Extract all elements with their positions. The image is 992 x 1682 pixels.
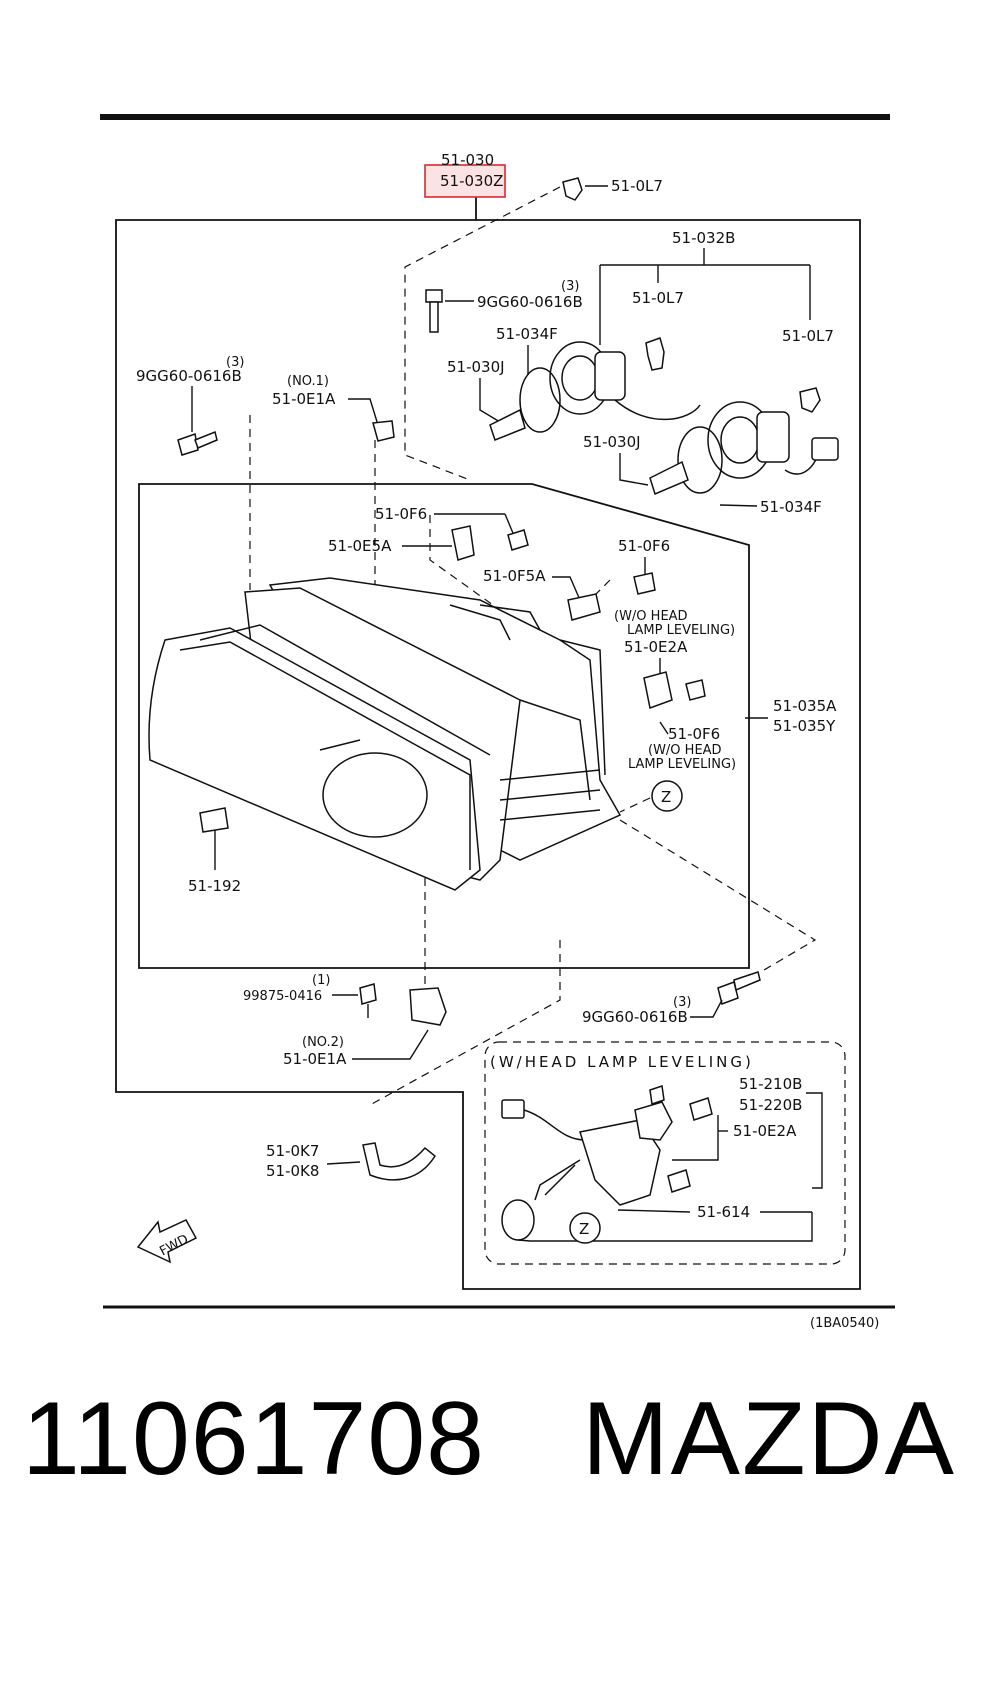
highlight-box	[424, 164, 506, 198]
label-51-0f5a: 51-0F5A	[483, 567, 546, 585]
label-51-035a: 51-035A	[773, 697, 837, 715]
screw-icon	[733, 971, 761, 992]
label-no2: (NO.2)	[302, 1035, 344, 1050]
label-51-0l7-right: 51-0L7	[782, 327, 834, 345]
clip-icon	[372, 420, 395, 442]
headlamp-parts-diagram: 51-030 51-030Z 51-0L7 51-032B (3) 9GG60-…	[100, 114, 895, 1331]
qty-label: (3)	[226, 355, 244, 370]
lens-subassembly-frame	[138, 483, 750, 969]
detail-marker-z-label: Z	[661, 788, 671, 806]
assembly-frame	[115, 219, 861, 1290]
bracket-icon	[409, 987, 447, 1026]
qty-label: (1)	[312, 973, 330, 988]
label-9gg60-0616b-left: 9GG60-0616B	[136, 367, 242, 385]
leveling-actuator	[501, 1085, 713, 1241]
label-51-034f-b: 51-034F	[760, 498, 822, 516]
label-51-0e2a-b: 51-0E2A	[733, 1122, 797, 1140]
label-51-192: 51-192	[188, 877, 241, 895]
header-code: 51-030	[441, 151, 494, 169]
qty-label: (3)	[673, 995, 691, 1010]
label-9gg60-0616b-bottom: 9GG60-0616B	[582, 1008, 688, 1026]
adjuster-icon	[567, 593, 601, 621]
bulb-socket-1	[489, 341, 701, 441]
label-99875-0416: 99875-0416	[243, 989, 322, 1004]
note-wo-head-leveling: (W/O HEAD	[648, 743, 722, 758]
note-wo-head-leveling: (W/O HEAD	[614, 609, 688, 624]
label-51-0e5a: 51-0E5A	[328, 537, 392, 555]
note-lamp-leveling: LAMP LEVELING)	[627, 623, 735, 638]
bulb-socket-2	[649, 401, 839, 496]
leveling-detail-title: (W/HEAD LAMP LEVELING)	[490, 1053, 754, 1071]
label-51-030j-b: 51-030J	[583, 433, 641, 451]
label-51-210b: 51-210B	[739, 1075, 802, 1093]
label-51-0f6-a: 51-0F6	[375, 505, 427, 523]
label-51-0e1a-a: 51-0E1A	[272, 390, 336, 408]
screw-icon	[685, 679, 706, 701]
screw-icon	[425, 289, 474, 333]
label-51-0e1a-b: 51-0E1A	[283, 1050, 347, 1068]
label-51-0f6-c: 51-0F6	[668, 725, 720, 743]
highlighted-code: 51-030Z	[440, 172, 503, 190]
label-51-032b: 51-032B	[672, 229, 735, 247]
elbow-connector-top	[562, 177, 608, 201]
label-51-035y: 51-035Y	[773, 717, 836, 735]
brand-name: MAZDA	[582, 1381, 956, 1497]
qty-label: (3)	[561, 279, 579, 294]
label-51-0f6-b: 51-0F6	[618, 537, 670, 555]
detail-marker-z-2-label: Z	[579, 1220, 589, 1238]
footer: 11061708 MAZDA	[0, 1380, 992, 1550]
label-no1: (NO.1)	[287, 374, 329, 389]
adjuster-icon	[451, 525, 475, 561]
vent-hose-icon	[362, 1142, 436, 1181]
label-51-0e2a-a: 51-0E2A	[624, 638, 688, 656]
adjuster-icon	[643, 671, 673, 710]
part-number: 11061708	[22, 1381, 485, 1497]
elbow-connector-mid	[645, 337, 665, 371]
label-51-220b: 51-220B	[739, 1096, 802, 1114]
leveling-detail-box	[484, 1041, 846, 1265]
clip-icon	[199, 807, 229, 833]
label-51-034f-a: 51-034F	[496, 325, 558, 343]
forward-arrow-icon: FWD	[136, 1219, 198, 1264]
elbow-connector-right	[799, 387, 821, 413]
label-51-0l7-top: 51-0L7	[611, 177, 663, 195]
label-9gg60-0616b-top: 9GG60-0616B	[477, 293, 583, 311]
label-51-0k7: 51-0K7	[266, 1142, 319, 1160]
diagram-reference-code: (1BA0540)	[810, 1316, 879, 1331]
note-lamp-leveling: LAMP LEVELING)	[628, 757, 736, 772]
label-51-0k8: 51-0K8	[266, 1162, 319, 1180]
detail-marker-z	[651, 780, 683, 812]
headlamp-assembly	[148, 577, 622, 891]
screw-icon	[633, 572, 656, 595]
screw-icon	[359, 983, 377, 1005]
label-51-030j-a: 51-030J	[447, 358, 505, 376]
label-51-614: 51-614	[697, 1203, 750, 1221]
screw-icon	[717, 981, 739, 1005]
label-51-0l7-mid: 51-0L7	[632, 289, 684, 307]
screw-icon	[507, 529, 529, 551]
detail-marker-z-2	[569, 1212, 601, 1244]
screw-icon	[177, 430, 218, 456]
